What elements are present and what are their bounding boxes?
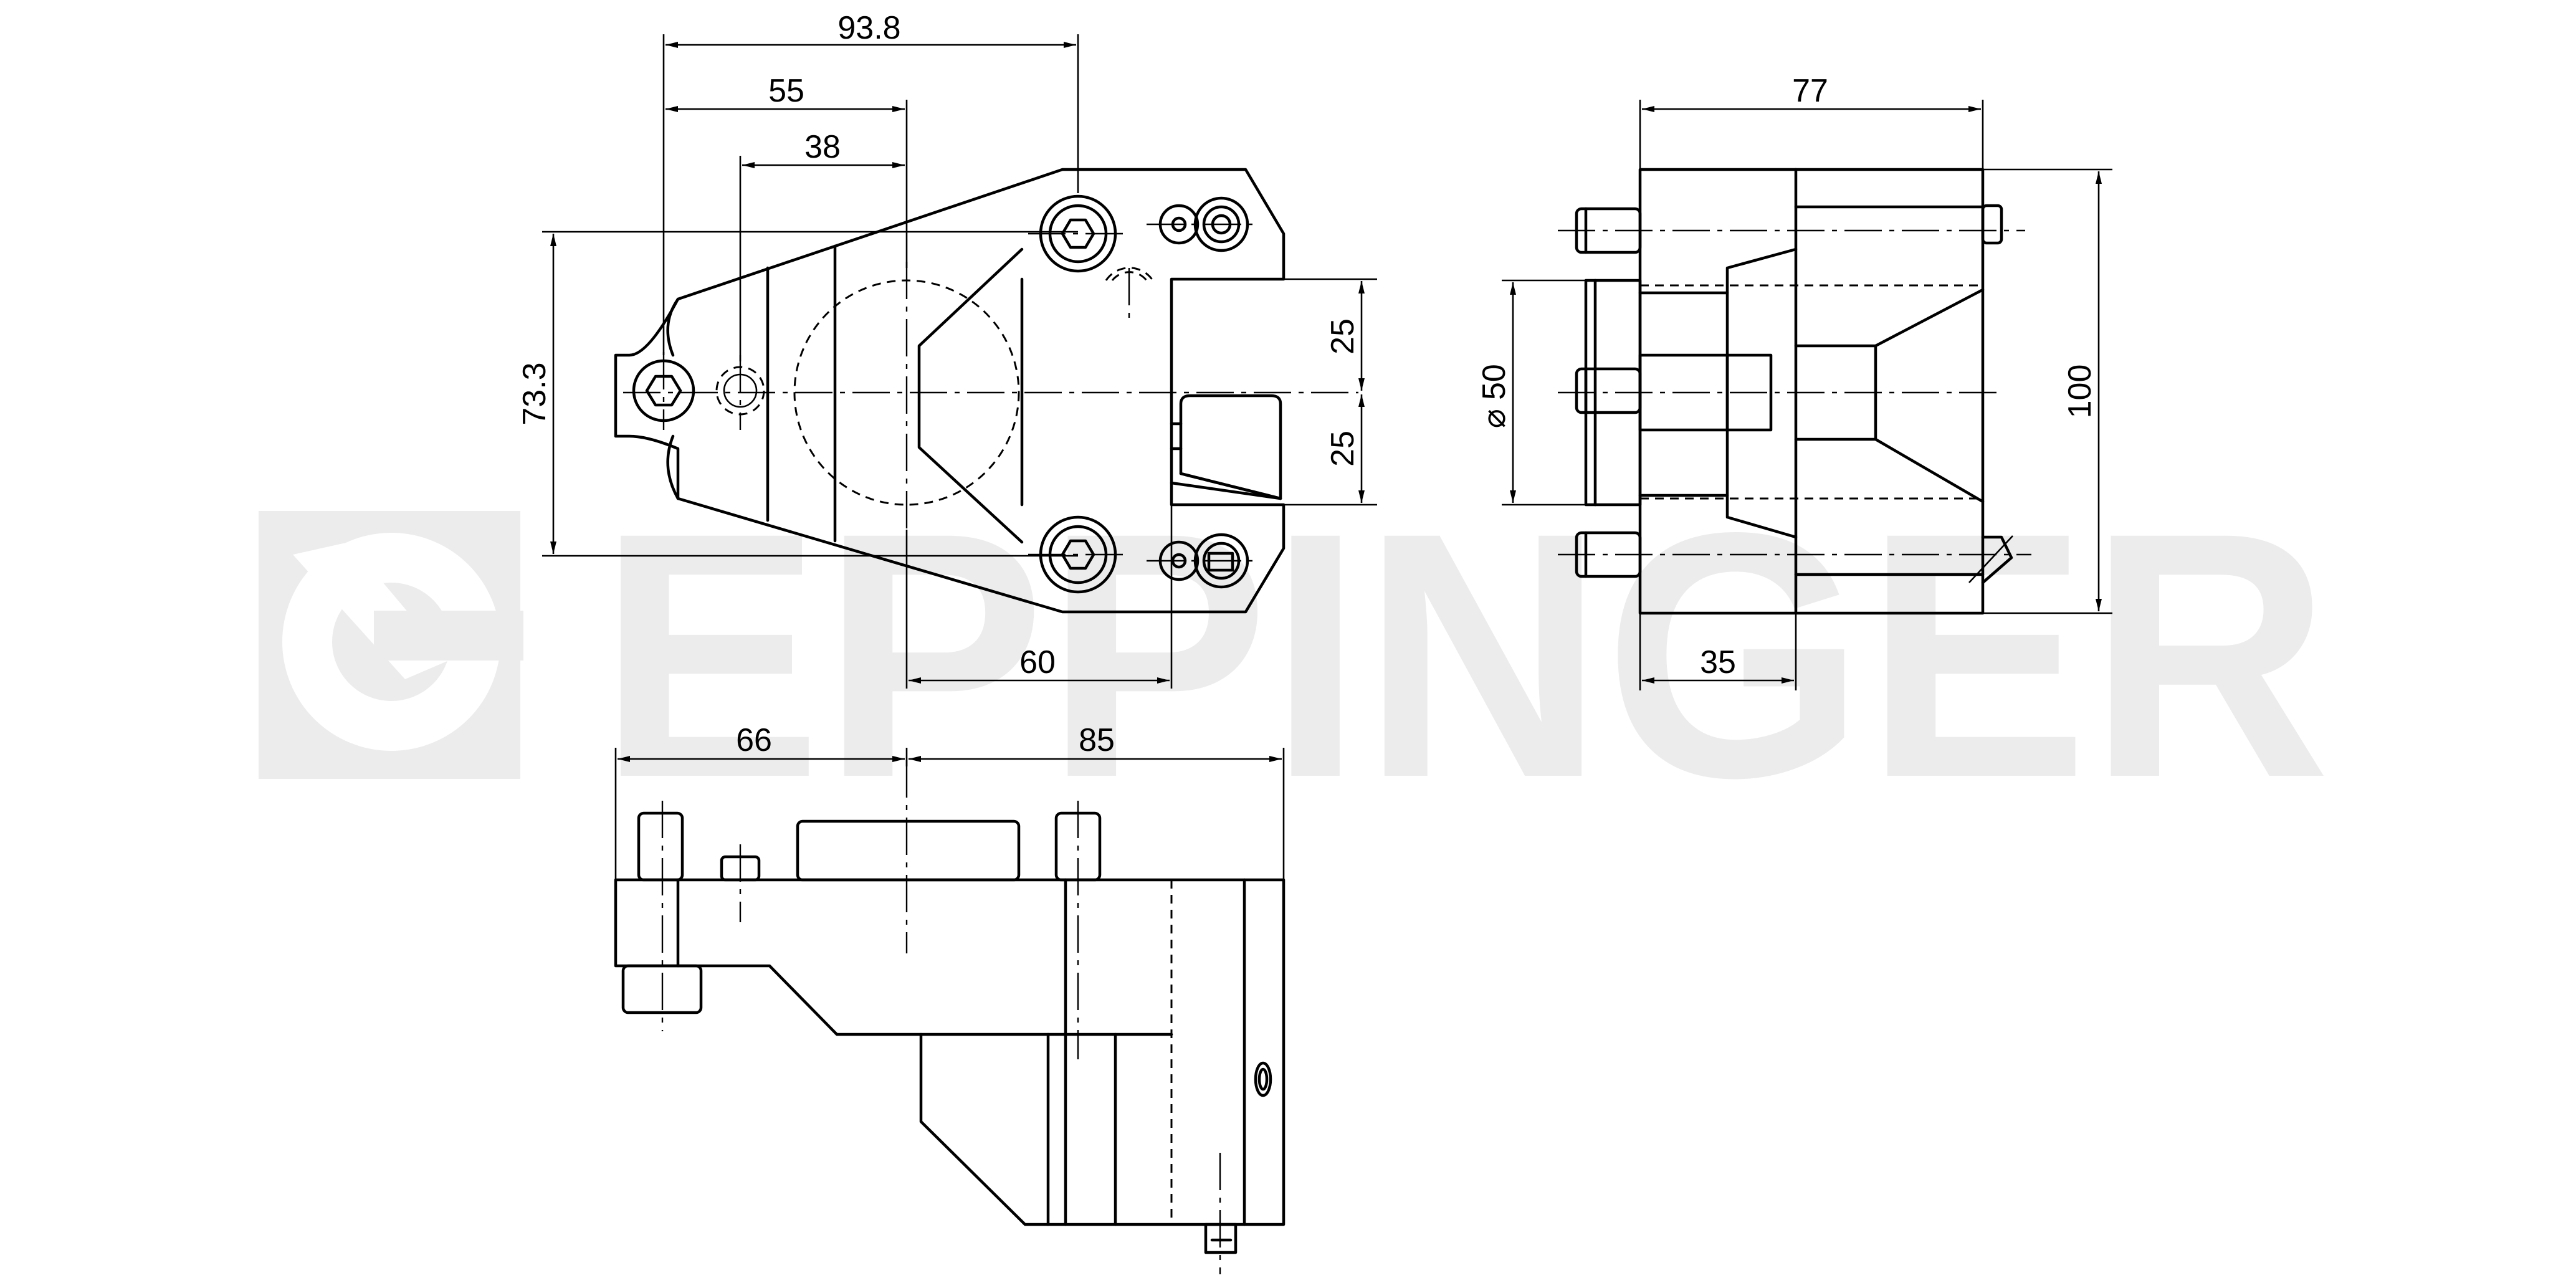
dimension-label: 85 (1079, 722, 1115, 758)
dimension-label: 73.3 (517, 362, 553, 425)
eppinger-watermark: EPPINGER (259, 460, 2330, 850)
diameter-symbol-icon: ⌀ (1476, 409, 1512, 428)
eppinger-logo-icon (259, 511, 523, 779)
dimension-label: 55 (768, 73, 804, 109)
front-view (614, 760, 1286, 1274)
dimension-label: 38 (804, 129, 841, 165)
dimension-label: 66 (736, 722, 772, 758)
watermark-text: EPPINGER (598, 460, 2330, 850)
dimension-label: 77 (1792, 73, 1828, 109)
dimension-label: 25 (1325, 318, 1361, 355)
top-view-dimensions: 93.8 55 38 73.3 25 25 60 (517, 10, 1377, 689)
dimension-label: 100 (2062, 365, 2098, 419)
connector-icon (1254, 1061, 1272, 1097)
side-view (1558, 168, 2031, 615)
dimension-label: 50 (1476, 364, 1512, 400)
dimension-label: 93.8 (837, 10, 900, 46)
dimension-label: 35 (1700, 644, 1736, 680)
top-view (614, 168, 1358, 614)
side-view-dimensions: 77 100 35 ⌀ 50 (1476, 73, 2112, 690)
front-view-dimensions: 66 85 (614, 722, 1285, 880)
dimension-label: 60 (1019, 644, 1056, 680)
dimension-label: 25 (1325, 431, 1361, 467)
clamp-jaw (1170, 394, 1282, 500)
